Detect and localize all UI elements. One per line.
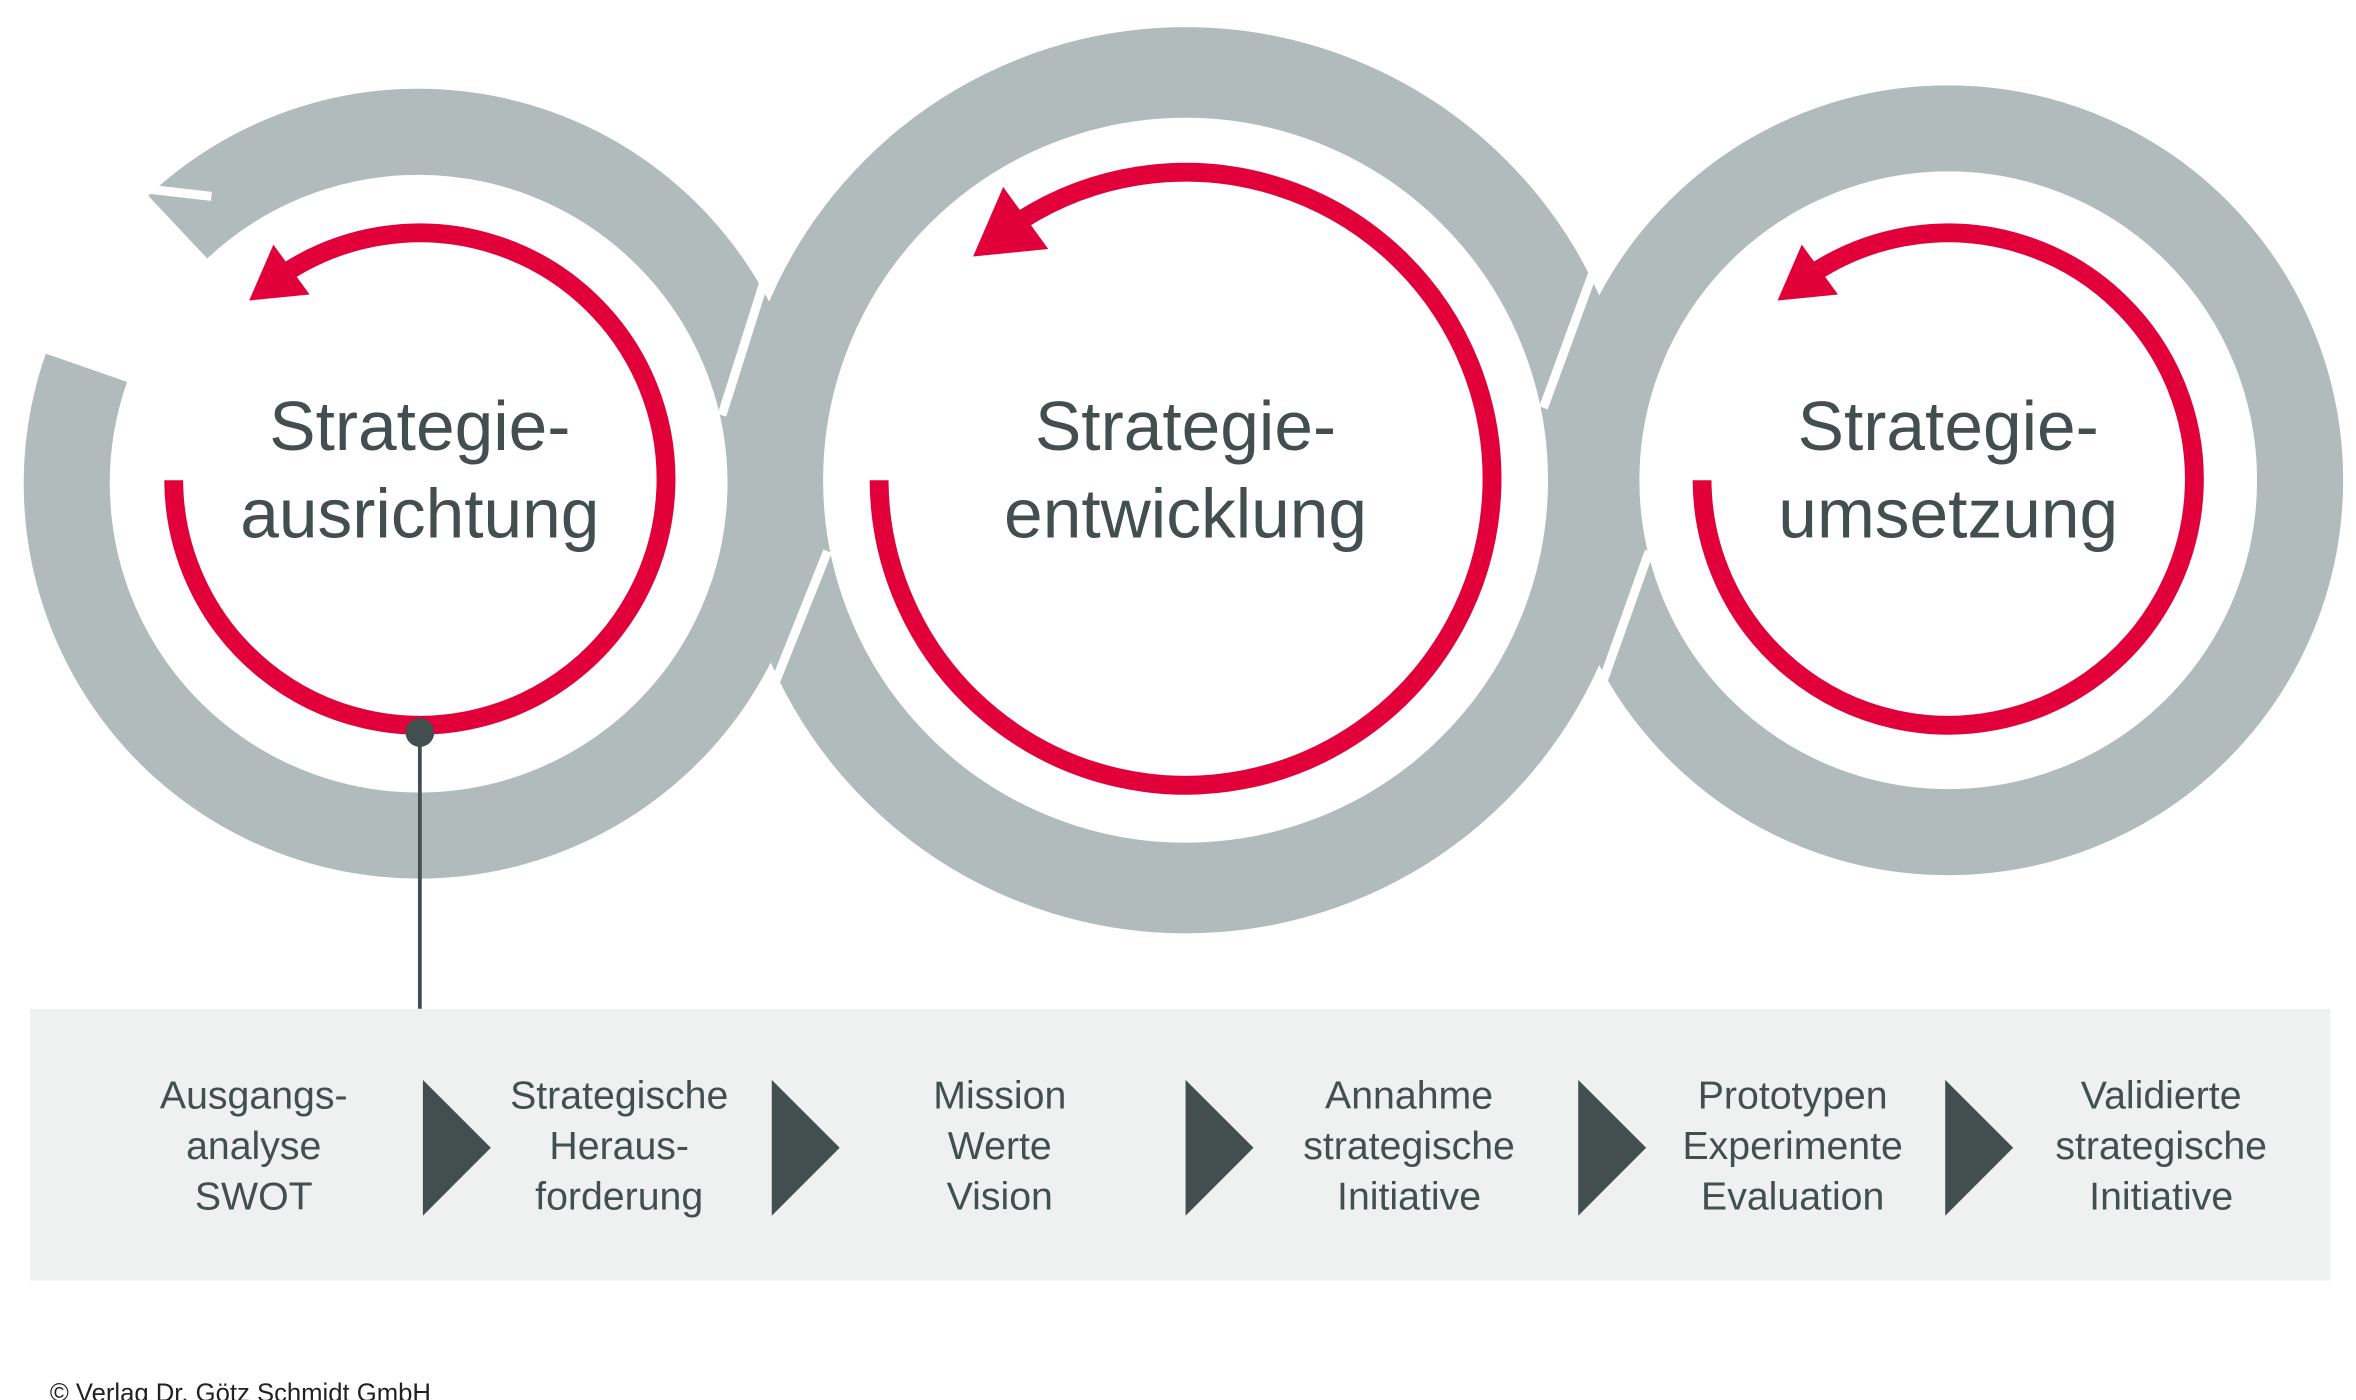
step-label-line: Annahme [1325, 1074, 1493, 1118]
ring-separator [41, 330, 101, 355]
phase-title-line1: Strategie- [1035, 387, 1336, 465]
cycle-arc [869, 162, 1502, 795]
ring-separator [769, 549, 832, 689]
cycle-arrow-ausrichtung [164, 223, 676, 735]
cycle-arc [1692, 223, 2204, 735]
copyright-footer: © Verlag Dr. Götz Schmidt GmbH [50, 1380, 431, 1400]
arrowhead-icon [973, 186, 1049, 257]
phase-title-line2: ausrichtung [240, 475, 599, 553]
chevron-right-icon [1578, 1079, 1647, 1216]
chevron-right-icon [1945, 1079, 2014, 1216]
step-label-line: Initiative [1337, 1175, 1481, 1219]
step-label-line: SWOT [195, 1175, 313, 1219]
step-label-line: analyse [186, 1124, 321, 1168]
phase-ausrichtung: Strategie- ausrichtung [240, 387, 599, 553]
chevron-right-icon [771, 1079, 840, 1216]
ring-ausrichtung [23, 88, 814, 879]
phase-title-line2: umsetzung [1778, 475, 2118, 553]
arrowhead-icon [1777, 244, 1838, 301]
cycle-arc [164, 223, 676, 735]
step-label-line: Ausgangs- [160, 1074, 348, 1118]
step-label-line: Werte [948, 1124, 1052, 1168]
ring-separator [144, 184, 212, 201]
step-label-line: Strategische [510, 1074, 728, 1118]
arrowhead-icon [249, 244, 310, 301]
chevron-right-icon [422, 1079, 491, 1216]
step-label-line: strategische [1303, 1124, 1515, 1168]
ring-umsetzung [1553, 85, 2344, 876]
phase-entwicklung: Strategie- entwicklung [1004, 387, 1367, 553]
connector-dot [405, 718, 435, 747]
step-label-line: forderung [535, 1175, 703, 1219]
ring-separator [1539, 270, 1598, 410]
step-label-line: Prototypen [1698, 1074, 1888, 1118]
phase-title-line1: Strategie- [1798, 387, 2099, 465]
step-label-line: Heraus- [549, 1124, 689, 1168]
phase-umsetzung: Strategie- umsetzung [1778, 387, 2118, 553]
step-label-line: Evaluation [1701, 1175, 1884, 1219]
step-label-line: Validierte [2081, 1074, 2242, 1118]
chevron-right-icon [1185, 1079, 1254, 1216]
cycle-arrow-umsetzung [1692, 223, 2204, 735]
step-label-line: strategische [2055, 1124, 2267, 1168]
step-label-line: Mission [933, 1074, 1066, 1118]
ring-separator [1596, 549, 1654, 689]
cycle-arrow-entwicklung [869, 162, 1502, 795]
step-label-line: Vision [947, 1175, 1053, 1219]
phase-title-line2: entwicklung [1004, 475, 1367, 553]
step-label-line: Initiative [2089, 1175, 2233, 1219]
ring-separator [717, 270, 772, 417]
phase-title-line1: Strategie- [269, 387, 570, 465]
step-label-line: Experimente [1682, 1124, 1902, 1168]
